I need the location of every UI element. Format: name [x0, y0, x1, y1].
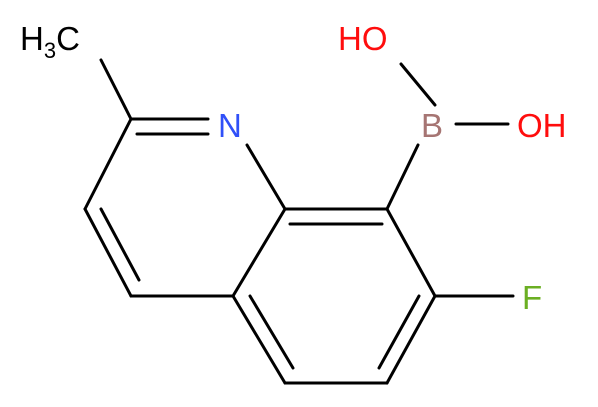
bond-methyl-c2	[99, 58, 133, 121]
bonds	[83, 58, 515, 385]
bond-c8-c7	[385, 207, 437, 298]
bond-c2-c3	[83, 117, 133, 211]
atom-labels: H3C N B HO OH F	[20, 20, 567, 316]
nitrogen-label: N	[218, 107, 242, 144]
bond-b-o1	[399, 62, 437, 107]
bond-c5-c4a	[231, 294, 287, 385]
bond-c4a-c8a	[231, 207, 287, 298]
hydroxyl-label-2: OH	[517, 107, 567, 144]
methyl-h-text: H	[20, 20, 44, 57]
bond-c7-c6-inner	[377, 294, 421, 370]
methyl-label: H3C	[20, 20, 80, 63]
fluorine-label: F	[522, 279, 542, 316]
hydroxyl-label-1: HO	[338, 20, 388, 57]
boron-label: B	[421, 107, 443, 144]
bond-c5-c4a-inner	[248, 294, 295, 370]
bond-n1-c8a	[245, 143, 287, 211]
bond-c7-c6	[385, 294, 437, 385]
bond-c3-c4	[83, 207, 133, 298]
methyl-c-text: C	[56, 20, 80, 57]
bond-c3-c4-inner	[99, 207, 141, 282]
bond-c8-b	[385, 143, 420, 211]
methyl-subscript-text: 3	[44, 38, 56, 63]
